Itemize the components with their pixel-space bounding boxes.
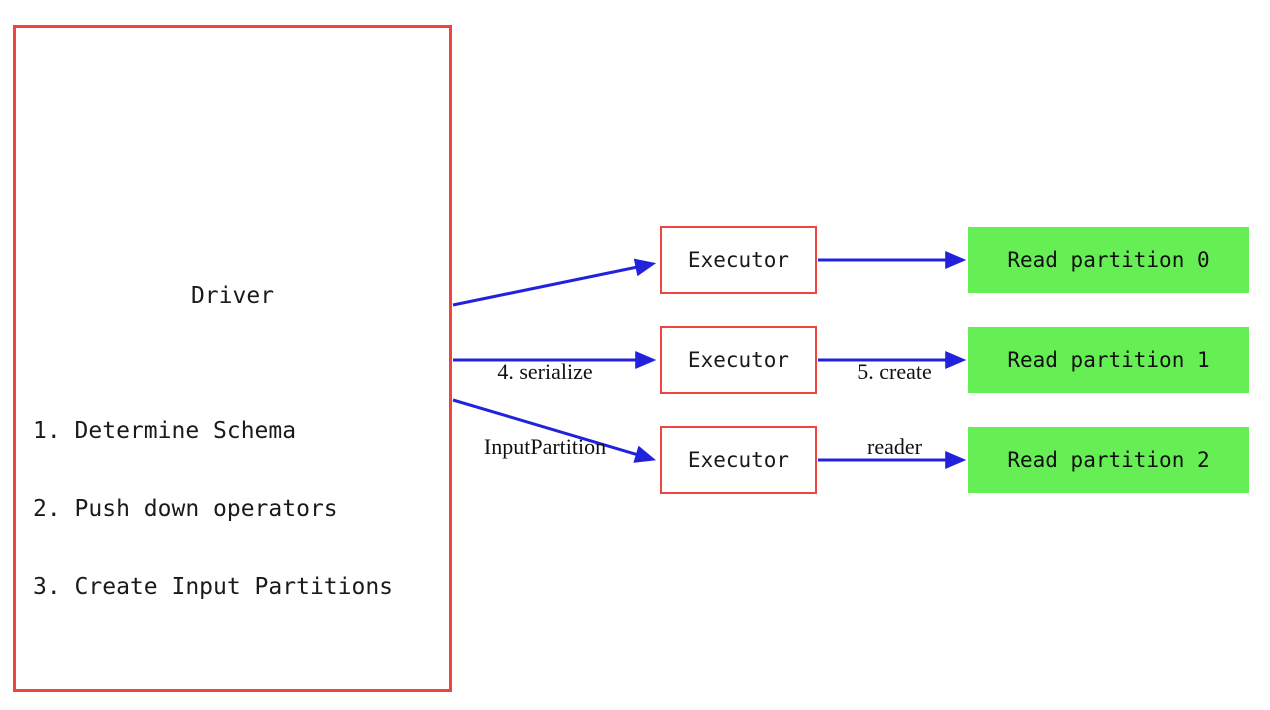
driver-step-item: 2. Push down operators	[33, 496, 338, 522]
executor-label: Executor	[687, 348, 790, 372]
read-partition-box-2: Read partition 2	[968, 427, 1249, 493]
edge-label-line-2: reader	[867, 434, 922, 459]
executor-label: Executor	[687, 448, 790, 472]
executor-box-1: Executor	[660, 326, 817, 394]
arrow-driver-to-executor-0	[452, 258, 657, 307]
edge-label-line-1: 4. serialize	[497, 359, 593, 384]
read-partition-box-1: Read partition 1	[968, 327, 1249, 393]
read-partition-label: Read partition 0	[1007, 248, 1210, 272]
driver-step-item: 1. Determine Schema	[33, 418, 297, 444]
read-partition-box-0: Read partition 0	[968, 227, 1249, 293]
read-partition-label: Read partition 1	[1007, 348, 1210, 372]
edge-label-create-reader: 5. create reader	[827, 309, 962, 509]
driver-box: Driver 1. Determine Schema 2. Push down …	[13, 25, 452, 692]
executor-label: Executor	[687, 248, 790, 272]
driver-title: Driver	[190, 283, 275, 309]
driver-step-list: 1. Determine Schema 2. Push down operato…	[33, 366, 393, 652]
edge-label-line-2: InputPartition	[483, 434, 607, 459]
executor-box-2: Executor	[660, 426, 817, 494]
executor-box-0: Executor	[660, 226, 817, 294]
edge-label-line-1: 5. create	[857, 359, 932, 384]
driver-step-item: 3. Create Input Partitions	[33, 574, 394, 600]
read-partition-label: Read partition 2	[1007, 448, 1210, 472]
edge-label-serialize-inputpartition: 4. serialize InputPartition	[455, 309, 635, 509]
